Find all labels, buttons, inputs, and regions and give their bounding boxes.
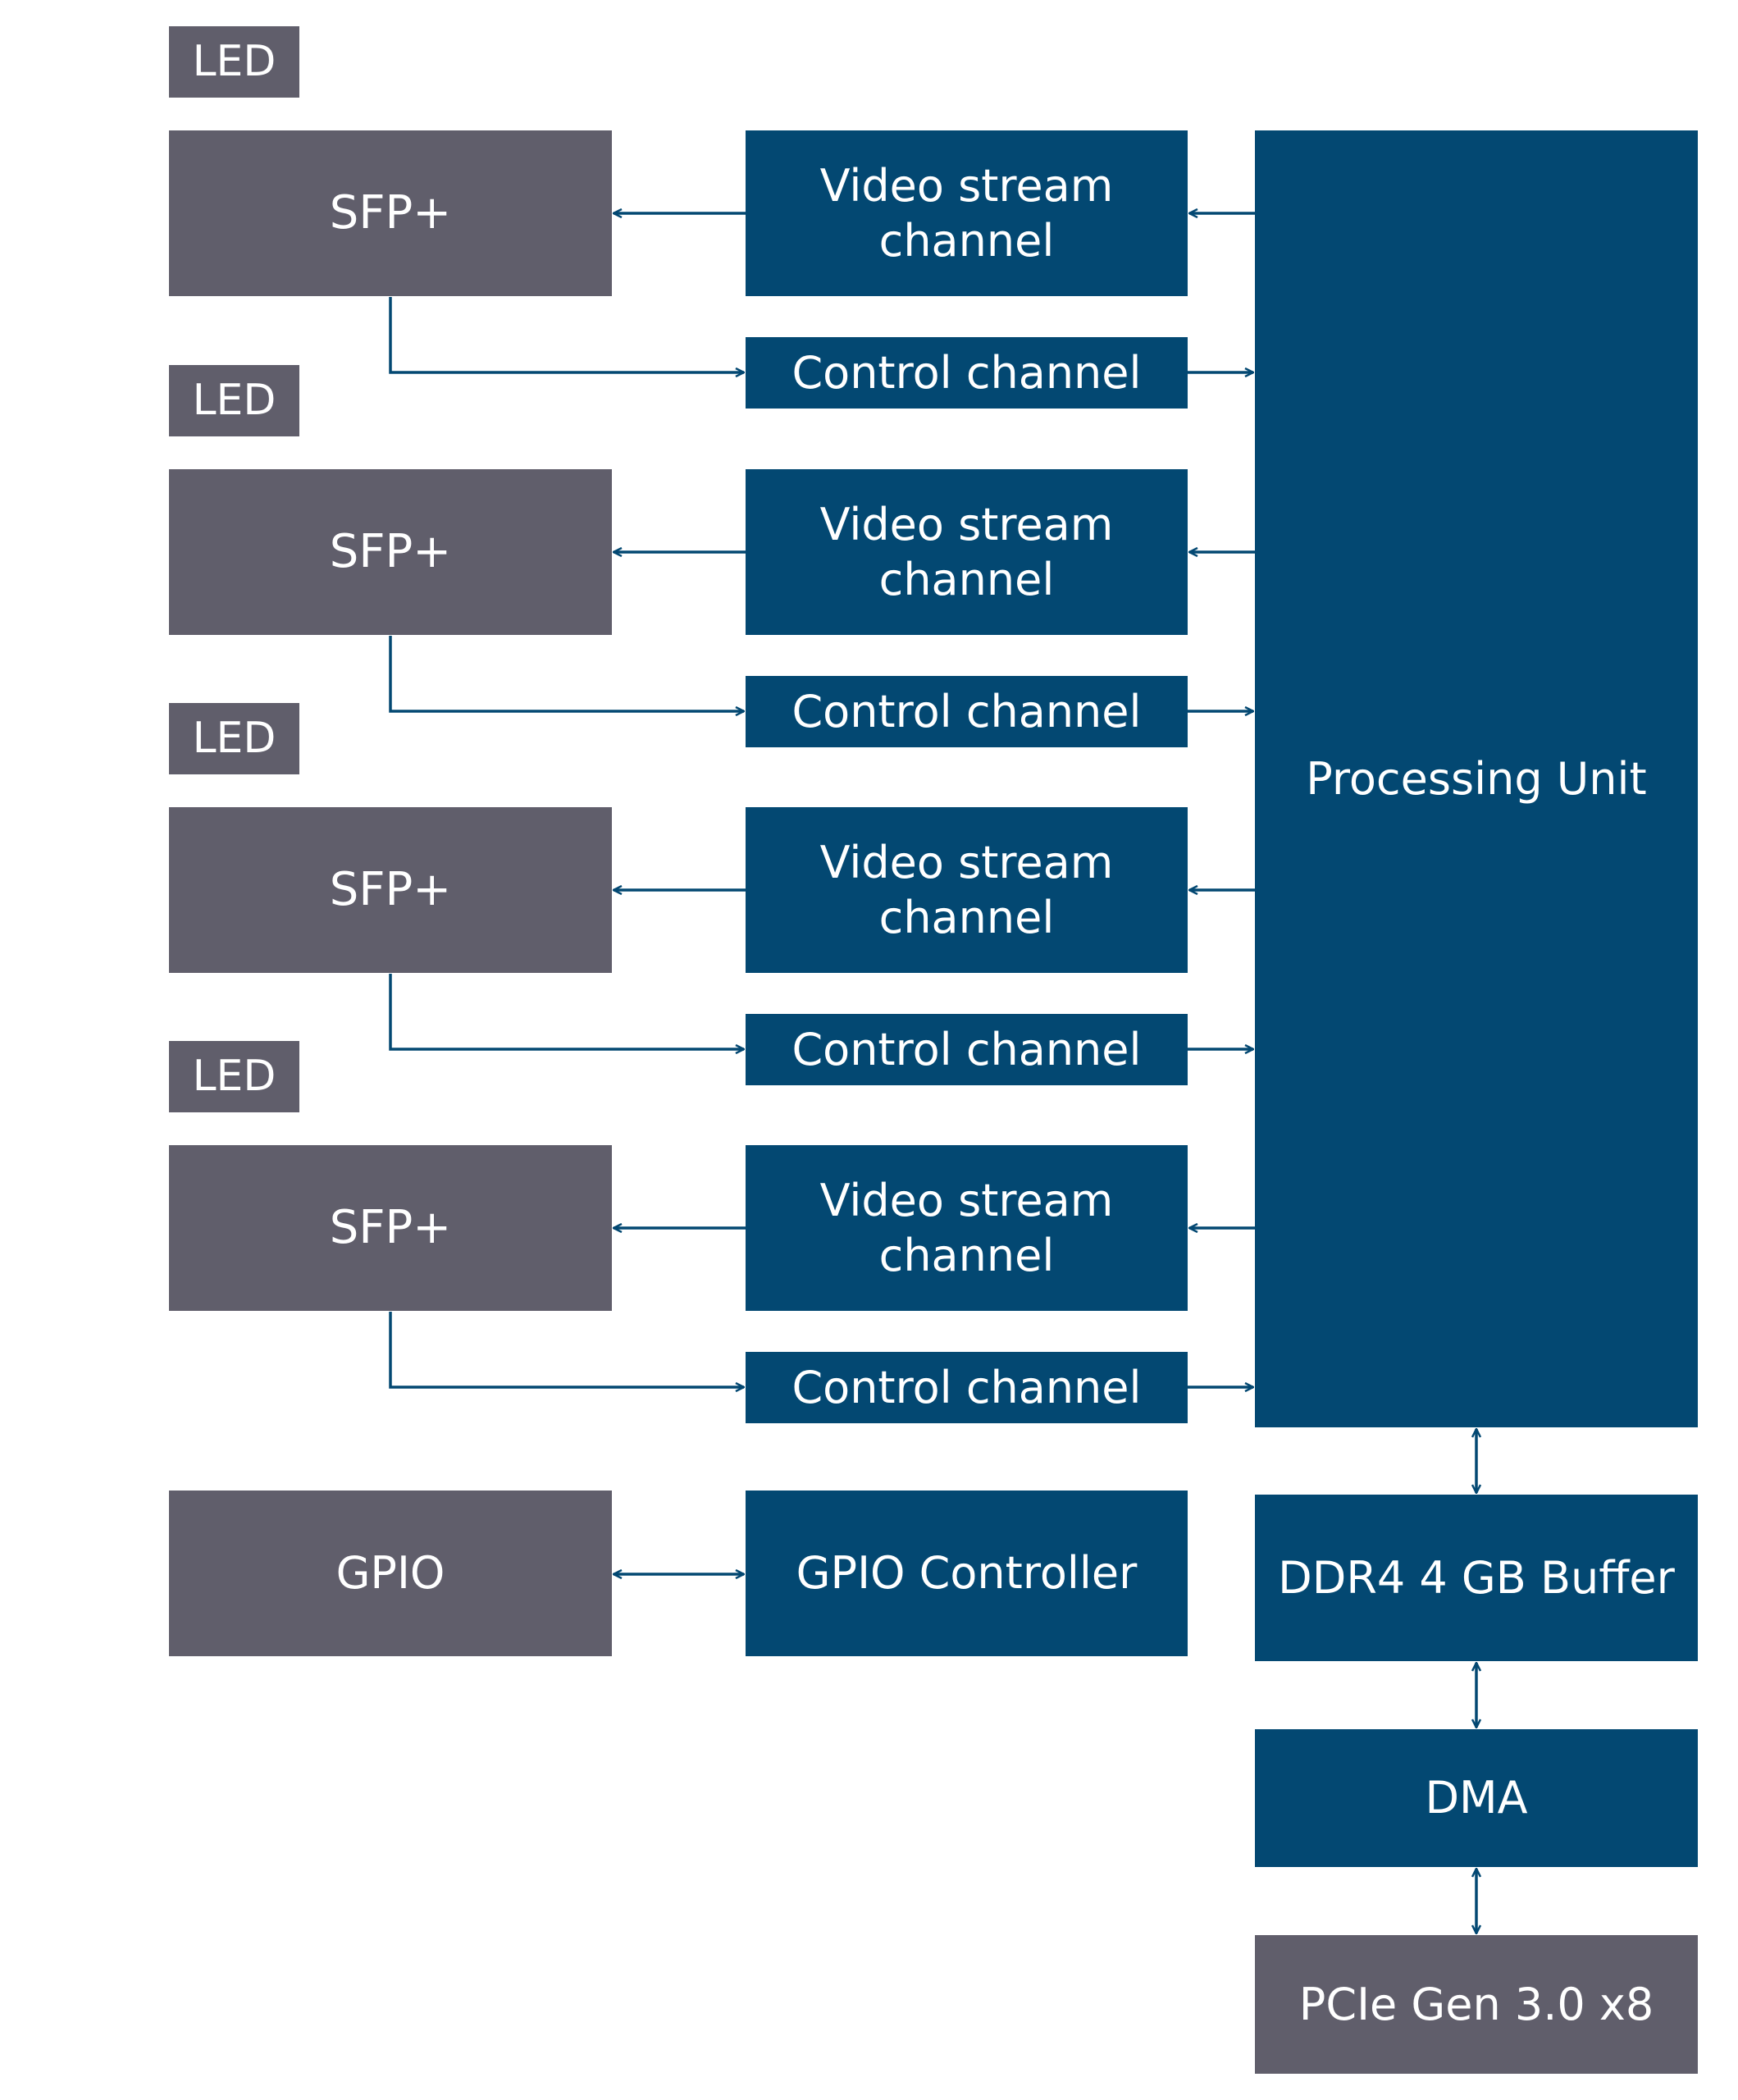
gpio-controller-box: GPIO Controller (746, 1491, 1188, 1656)
gpio-label: GPIO (335, 1547, 445, 1600)
video-label-line2: channel (878, 892, 1055, 943)
sfp-label: SFP+ (329, 863, 452, 916)
control-channel-4: Control channel (746, 1352, 1188, 1423)
video-label-line2: channel (878, 554, 1055, 605)
control-label: Control channel (791, 1023, 1142, 1075)
dma-box: DMA (1255, 1729, 1698, 1867)
led-box-1: LED (169, 26, 299, 98)
pcie-box: PCIe Gen 3.0 x8 (1255, 1935, 1698, 2074)
control-label: Control channel (791, 346, 1142, 399)
sfp-box-4: SFP+ (169, 1145, 612, 1311)
led-label: LED (192, 376, 276, 425)
sfp-label: SFP+ (329, 186, 452, 240)
processing-unit-box: Processing Unit (1255, 130, 1698, 1427)
sfp-label: SFP+ (329, 1201, 452, 1254)
sfp-to-control-arrow-4 (389, 1312, 744, 1387)
control-channel-2: Control channel (746, 676, 1188, 747)
control-label: Control channel (791, 1361, 1142, 1413)
sfp-box-2: SFP+ (169, 469, 612, 635)
led-label: LED (192, 1052, 276, 1101)
led-label: LED (192, 37, 276, 86)
sfp-to-control-arrow-1 (389, 297, 744, 372)
ddr4-buffer-label: DDR4 4 GB Buffer (1278, 1551, 1675, 1604)
sfp-to-control-arrow-3 (389, 974, 744, 1049)
processing-unit-label: Processing Unit (1306, 752, 1647, 805)
sfp-to-control-arrow-2 (389, 636, 744, 711)
control-channel-3: Control channel (746, 1014, 1188, 1085)
led-box-2: LED (169, 365, 299, 436)
control-label: Control channel (791, 685, 1142, 737)
video-label-line2: channel (878, 215, 1055, 267)
gpio-box: GPIO (169, 1491, 612, 1656)
control-channel-1: Control channel (746, 337, 1188, 409)
pcie-label: PCIe Gen 3.0 x8 (1298, 1978, 1654, 2030)
led-box-3: LED (169, 703, 299, 774)
video-label-line1: Video stream (819, 159, 1114, 212)
video-label-line2: channel (878, 1230, 1055, 1281)
video-label-line1: Video stream (819, 836, 1114, 888)
led-box-4: LED (169, 1041, 299, 1112)
led-label: LED (192, 714, 276, 763)
video-label-line1: Video stream (819, 1174, 1114, 1226)
gpio-controller-label: GPIO Controller (796, 1547, 1138, 1600)
sfp-label: SFP+ (329, 525, 452, 578)
sfp-box-3: SFP+ (169, 807, 612, 973)
ddr4-buffer-box: DDR4 4 GB Buffer (1255, 1495, 1698, 1661)
video-label-line1: Video stream (819, 498, 1114, 550)
sfp-box-1: SFP+ (169, 130, 612, 296)
dma-label: DMA (1425, 1772, 1528, 1824)
